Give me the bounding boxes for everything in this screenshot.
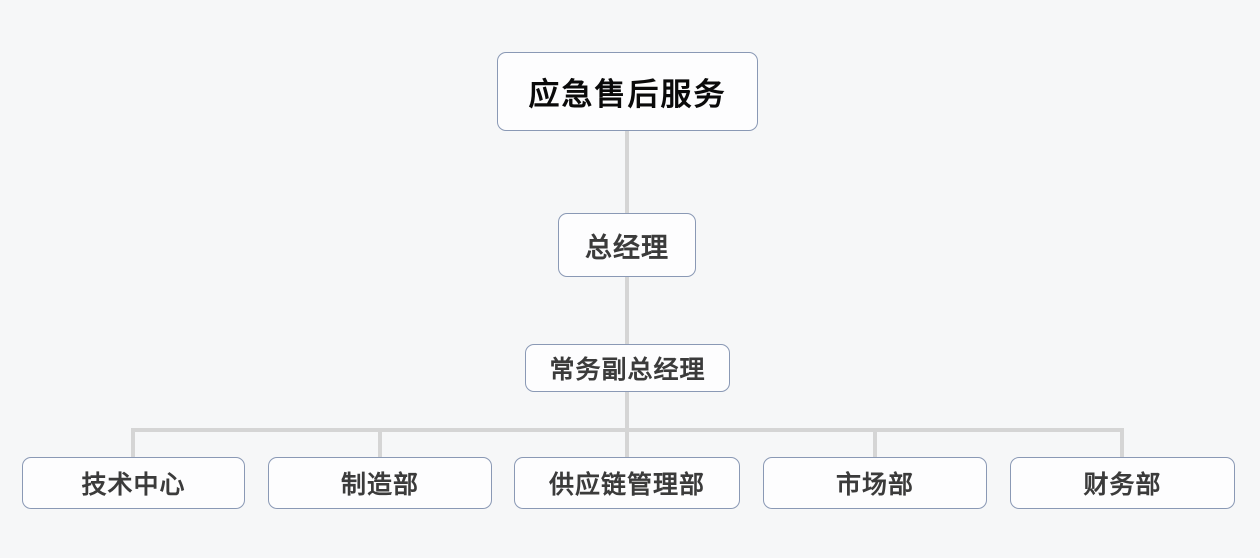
node-label: 常务副总经理	[549, 356, 706, 384]
connector-drop-marketing	[873, 428, 877, 457]
node-label: 制造部	[340, 471, 419, 499]
connector-horizontal-rail	[131, 428, 1124, 432]
node-dept-tech-center: 技术中心	[22, 457, 245, 509]
connector-general-manager-to-deputy	[625, 277, 629, 344]
node-dept-manufacturing: 制造部	[268, 457, 492, 509]
node-label: 财务部	[1083, 471, 1162, 499]
connector-deputy-to-rail	[625, 392, 629, 457]
connector-root-to-general-manager	[625, 131, 629, 213]
node-label: 供应链管理部	[548, 471, 705, 499]
node-general-manager: 总经理	[558, 213, 696, 277]
node-deputy-general-manager: 常务副总经理	[525, 344, 730, 392]
node-label: 技术中心	[81, 471, 186, 499]
node-label: 应急售后服务	[528, 77, 727, 112]
connector-drop-manufacturing	[378, 428, 382, 457]
node-label: 总经理	[585, 232, 669, 263]
node-emergency-after-sales-service: 应急售后服务	[497, 52, 758, 131]
node-dept-marketing: 市场部	[763, 457, 987, 509]
connector-drop-tech-center	[131, 428, 135, 457]
node-dept-finance: 财务部	[1010, 457, 1235, 509]
connector-drop-finance	[1120, 428, 1124, 457]
node-label: 市场部	[835, 471, 914, 499]
node-dept-supply-chain: 供应链管理部	[514, 457, 740, 509]
